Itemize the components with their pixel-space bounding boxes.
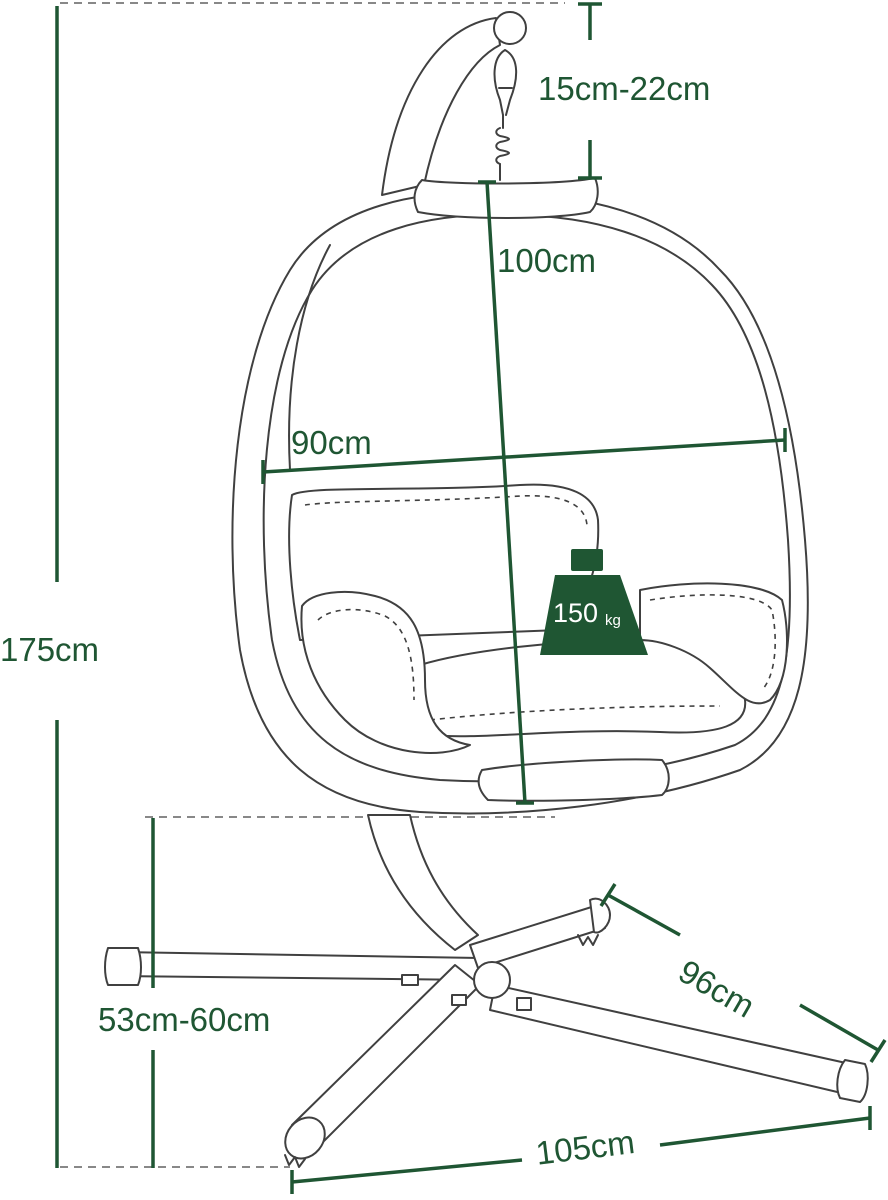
top-strap (413, 177, 599, 219)
base-width-dim-line-right (659, 1116, 871, 1147)
stand-arm-bottom (367, 814, 479, 951)
total-height-label: 175cm (0, 631, 100, 668)
hanging-hook (493, 49, 518, 181)
stand-base (104, 897, 869, 1168)
bottom-strap (477, 758, 670, 802)
seat-cushion (419, 582, 788, 738)
weight-icon (540, 549, 648, 655)
weight-unit: kg (605, 612, 621, 629)
egg-height-label: 100cm (497, 242, 597, 279)
weight-value: 150 (553, 598, 599, 628)
seat-height-label: 53cm-60cm (98, 1001, 271, 1038)
base-width-dim-line-left (291, 1158, 523, 1184)
stand-arm-top (381, 11, 527, 196)
base-depth-dim-cap-top (599, 883, 617, 907)
egg-width-dim-line (262, 438, 786, 474)
hanger-length-label: 15cm-22cm (538, 70, 711, 107)
egg-height-dim-line (485, 181, 527, 804)
base-depth-dim-cap-bottom (869, 1039, 887, 1063)
base-depth-dim-line-bottom (799, 1003, 879, 1052)
side-cushion (300, 590, 471, 754)
base-depth-dim-line-top (607, 893, 681, 937)
egg-width-label: 90cm (291, 424, 372, 461)
